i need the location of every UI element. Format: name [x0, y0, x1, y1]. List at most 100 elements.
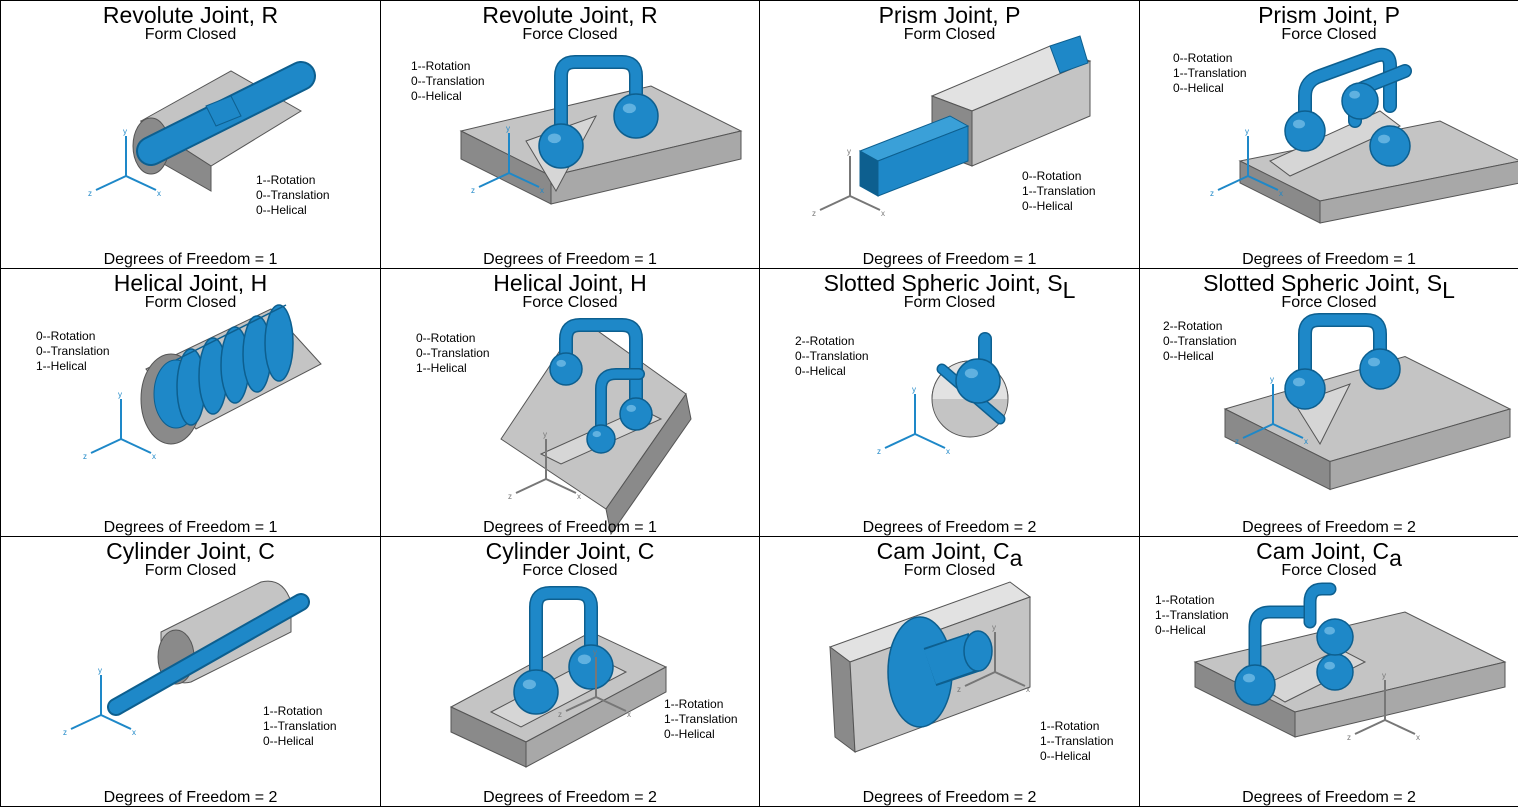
joint-title: Cam Joint, Ca	[1140, 539, 1518, 570]
closure-type: Form Closed	[144, 562, 237, 579]
dof-line: 1--Rotation	[411, 59, 471, 73]
joint-title: Prism Joint, P	[760, 3, 1139, 27]
dof-line: 0--Translation	[36, 344, 110, 358]
coordinate-axes-icon: y z x	[63, 666, 136, 737]
cylinder-rod-icon	[107, 593, 310, 716]
svg-text:x: x	[157, 189, 161, 198]
v-groove-plate	[1238, 110, 1518, 224]
ball-icon	[936, 332, 1006, 425]
dof-line: 0--Helical	[1022, 199, 1073, 213]
degrees-of-freedom: Degrees of Freedom = 1	[483, 519, 657, 536]
svg-text:x: x	[1416, 733, 1420, 742]
closure-type: Form Closed	[144, 26, 237, 43]
dof-line: 0--Rotation	[1173, 51, 1233, 65]
degrees-of-freedom: Degrees of Freedom = 1	[862, 251, 1037, 268]
joint-title: Slotted Spheric Joint, SL	[760, 271, 1139, 302]
svg-text:y: y	[123, 127, 127, 136]
joint-name: Helical Joint, H	[493, 270, 647, 296]
svg-text:y: y	[98, 666, 102, 675]
closure-type: Form Closed	[903, 294, 996, 311]
dof-line: 1--Rotation	[256, 173, 316, 187]
dof-line: 0--Helical	[1173, 81, 1224, 95]
closure-type: Form Closed	[144, 294, 237, 311]
joint-name: Cam Joint, C	[1256, 538, 1390, 564]
screw-icon	[153, 304, 294, 429]
joint-name: Revolute Joint, R	[482, 2, 658, 28]
dof-line: 0--Helical	[411, 89, 462, 103]
ball-bridge-icon-2	[586, 368, 645, 454]
degrees-of-freedom: Degrees of Freedom = 2	[103, 789, 278, 806]
svg-text:z: z	[1235, 437, 1239, 446]
svg-text:z: z	[877, 447, 881, 456]
svg-text:z: z	[88, 189, 92, 198]
dof-line: 1--Rotation	[664, 697, 724, 711]
prism-bar-icon	[858, 35, 1089, 197]
svg-text:y: y	[593, 648, 597, 657]
joint-subscript: a	[1389, 545, 1402, 571]
svg-text:x: x	[1026, 685, 1030, 694]
degrees-of-freedom: Degrees of Freedom = 2	[862, 519, 1037, 536]
dof-line: 1--Helical	[36, 359, 87, 373]
svg-text:z: z	[812, 209, 816, 218]
degrees-of-freedom: Degrees of Freedom = 2	[1242, 789, 1416, 806]
dof-line: 0--Translation	[256, 188, 330, 202]
svg-text:z: z	[558, 710, 562, 719]
svg-text:y: y	[1270, 375, 1274, 384]
dof-line: 0--Translation	[795, 349, 869, 363]
closure-type: Force Closed	[1281, 562, 1377, 579]
dof-line: 1--Translation	[1040, 734, 1114, 748]
joint-name: Helical Joint, H	[113, 270, 268, 296]
dof-line: 0--Translation	[416, 346, 490, 360]
closure-type: Force Closed	[522, 26, 618, 43]
dof-line: 2--Rotation	[1163, 319, 1223, 333]
degrees-of-freedom: Degrees of Freedom = 1	[103, 251, 278, 268]
base-plate	[459, 85, 743, 205]
degrees-of-freedom: Degrees of Freedom = 2	[1242, 519, 1416, 536]
joint-subscript: L	[1442, 277, 1455, 303]
degrees-of-freedom: Degrees of Freedom = 2	[862, 789, 1037, 806]
ball-bridge-icon	[549, 318, 653, 431]
svg-text:z: z	[63, 728, 67, 737]
dof-line: 1--Translation	[263, 719, 337, 733]
joint-illustration: y z x	[88, 61, 316, 198]
dof-line: 0--Rotation	[36, 329, 96, 343]
joint-name: Slotted Spheric Joint, S	[823, 270, 1063, 296]
dof-line: 1--Helical	[416, 361, 467, 375]
dof-line: 1--Rotation	[1155, 593, 1215, 607]
joint-name: Prism Joint, P	[878, 2, 1021, 28]
svg-text:z: z	[471, 186, 475, 195]
joint-name: Slotted Spheric Joint, S	[1203, 270, 1443, 296]
svg-text:x: x	[627, 710, 631, 719]
joint-title: Revolute Joint, R	[1, 3, 380, 27]
svg-text:x: x	[881, 209, 885, 218]
ball-bridge-icon	[1284, 47, 1412, 167]
svg-text:x: x	[132, 728, 136, 737]
svg-text:y: y	[543, 430, 547, 439]
dof-line: 0--Translation	[1163, 334, 1237, 348]
svg-text:z: z	[957, 685, 961, 694]
svg-text:x: x	[1279, 189, 1283, 198]
